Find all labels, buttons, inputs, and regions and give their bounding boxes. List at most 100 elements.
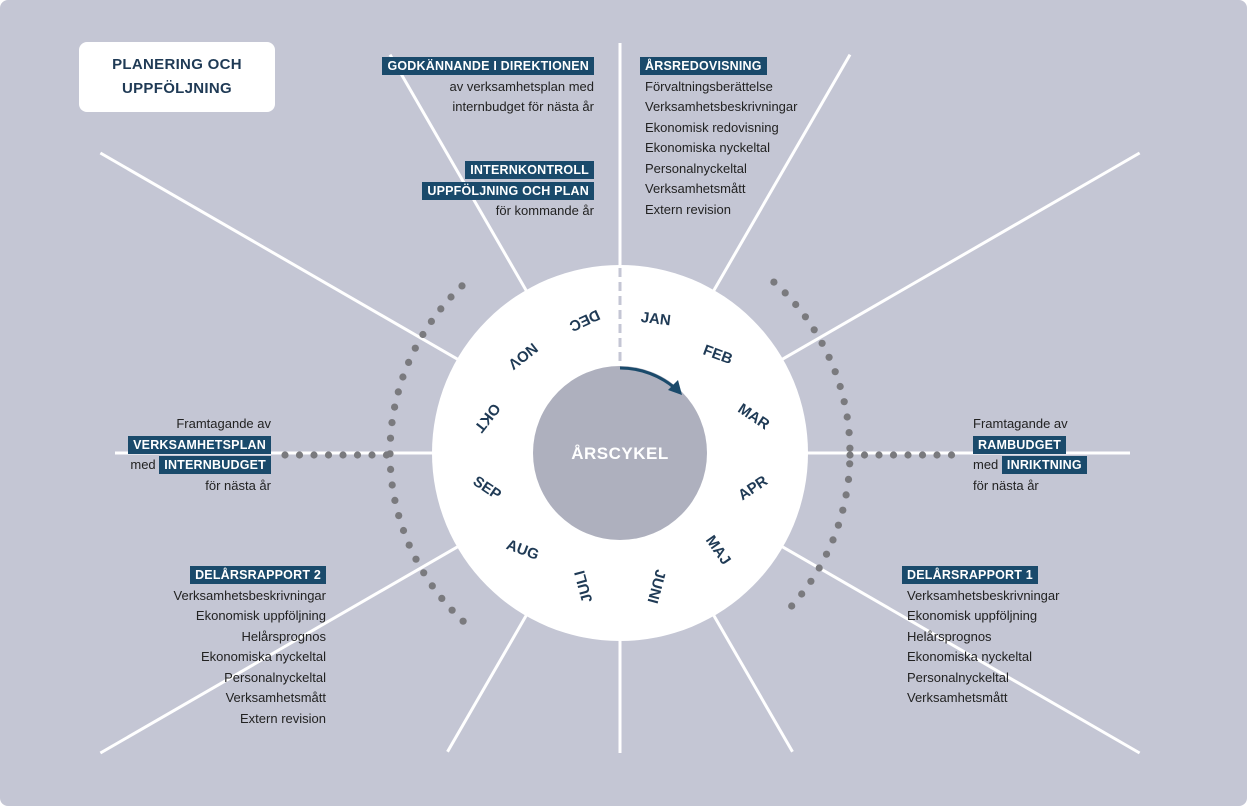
delarsrapport1-heading: DELÅRSRAPPORT 1 <box>902 566 1038 584</box>
month-label-jan: JAN <box>640 309 672 329</box>
dot <box>875 451 883 459</box>
dot <box>836 382 844 391</box>
dot <box>831 368 839 376</box>
arsredovisning-item: Ekonomisk redovisning <box>645 119 779 135</box>
delarsrapport2-item: Helårsprognos <box>241 628 326 644</box>
dot <box>818 339 826 347</box>
dot <box>822 550 831 558</box>
rambudget-line-1: Framtagande av <box>973 416 1068 431</box>
dot <box>412 555 420 563</box>
dot <box>399 526 408 535</box>
dot <box>405 541 413 549</box>
delarsrapport2-item: Verksamhetsmått <box>225 690 326 705</box>
arsredovisning-item: Förvaltningsberättelse <box>645 78 773 94</box>
arsredovisning-item: Verksamhetsbeskrivningar <box>645 99 798 114</box>
dot <box>420 569 428 577</box>
dot <box>281 451 289 459</box>
dot <box>419 330 427 339</box>
dot <box>839 506 847 514</box>
dot <box>829 536 837 544</box>
internkontroll-line-1: för kommande år <box>495 203 594 218</box>
verksamhetsplan-block: Framtagande av VERKSAMHETSPLAN med INTER… <box>128 414 271 496</box>
dot <box>792 300 800 309</box>
dot <box>310 451 318 459</box>
dot <box>770 278 778 286</box>
dot <box>387 465 395 473</box>
dot <box>834 521 843 529</box>
dot <box>860 451 869 459</box>
dot <box>801 313 810 321</box>
dot <box>846 451 854 459</box>
arsredovisning-block: ÅRSREDOVISNING Förvaltningsberättelse Ve… <box>640 56 797 220</box>
dot <box>394 388 402 396</box>
dot <box>427 317 435 325</box>
rambudget-line-2: för nästa år <box>973 477 1039 493</box>
dot <box>391 403 399 411</box>
arsredovisning-heading: ÅRSREDOVISNING <box>640 57 767 75</box>
delarsrapport2-item: Extern revision <box>240 710 326 726</box>
delarsrapport2-heading: DELÅRSRAPPORT 2 <box>190 566 326 584</box>
dot <box>843 413 851 421</box>
dot <box>815 564 823 572</box>
dot <box>846 460 854 468</box>
dotted-arcs <box>281 278 956 625</box>
title-line-2: UPPFÖLJNING <box>122 80 232 97</box>
dot <box>846 444 854 452</box>
godkannande-line-2: internbudget för nästa år <box>452 99 594 114</box>
title-line-1: PLANERING OCH <box>112 56 242 73</box>
dot <box>448 606 456 614</box>
arsredovisning-item: Ekonomiska nyckeltal <box>645 140 770 155</box>
dot <box>399 373 407 381</box>
delarsrapport2-item: Ekonomisk uppföljning <box>195 608 326 623</box>
dot <box>368 451 376 459</box>
arrow-head-icon <box>668 380 682 395</box>
arsredovisning-item: Personalnyckeltal <box>645 160 747 176</box>
dot <box>382 451 391 459</box>
dot <box>825 353 833 361</box>
delarsrapport2-block: DELÅRSRAPPORT 2 Verksamhetsbeskrivningar… <box>174 565 326 729</box>
delarsrapport1-item: Ekonomisk uppföljning <box>907 608 1038 623</box>
dot <box>386 434 395 442</box>
dot <box>388 419 396 427</box>
delarsrapport2-item: Ekonomiska nyckeltal <box>201 649 326 664</box>
dot <box>353 451 362 459</box>
internkontroll-heading-2: UPPFÖLJNING OCH PLAN <box>422 181 594 200</box>
dot <box>437 305 445 313</box>
internkontroll-block: INTERNKONTROLL UPPFÖLJNING OCH PLAN för … <box>422 160 594 222</box>
dot <box>438 594 446 603</box>
delarsrapport1-item: Verksamhetsbeskrivningar <box>907 587 1060 603</box>
dot <box>391 496 399 504</box>
dot <box>459 617 467 625</box>
dot <box>798 590 806 598</box>
dot <box>339 451 347 459</box>
dot <box>428 582 436 590</box>
dot <box>411 344 419 352</box>
delarsrapport1-item: Verksamhetsmått <box>907 690 1008 705</box>
delarsrapport2-item: Personalnyckeltal <box>224 669 326 685</box>
dot <box>781 289 789 297</box>
dot <box>807 577 815 585</box>
rambudget-heading: RAMBUDGET <box>973 435 1067 454</box>
internbudget-heading: INTERNBUDGET <box>159 456 271 474</box>
dot <box>810 326 818 334</box>
delarsrapport1-item: Personalnyckeltal <box>907 669 1009 685</box>
inriktning-heading: INRIKTNING <box>1001 456 1087 474</box>
dot <box>458 282 466 290</box>
dot <box>947 451 956 459</box>
internkontroll-heading-1: INTERNKONTROLL <box>465 161 594 179</box>
dot <box>447 293 455 301</box>
dot <box>842 491 850 499</box>
dot <box>889 451 898 459</box>
arsredovisning-item: Extern revision <box>645 201 731 217</box>
dot <box>295 451 304 459</box>
dot <box>840 398 848 406</box>
delarsrapport1-block: DELÅRSRAPPORT 1 Verksamhetsbeskrivningar… <box>902 565 1059 709</box>
dot <box>405 358 413 366</box>
rambudget-med: med <box>973 457 999 472</box>
dot <box>844 475 853 483</box>
dot <box>388 481 396 489</box>
godkannande-line-1: av verksamhetsplan med <box>449 78 594 94</box>
verksamhetsplan-heading: VERKSAMHETSPLAN <box>128 435 271 454</box>
delarsrapport1-item: Ekonomiska nyckeltal <box>907 649 1032 664</box>
